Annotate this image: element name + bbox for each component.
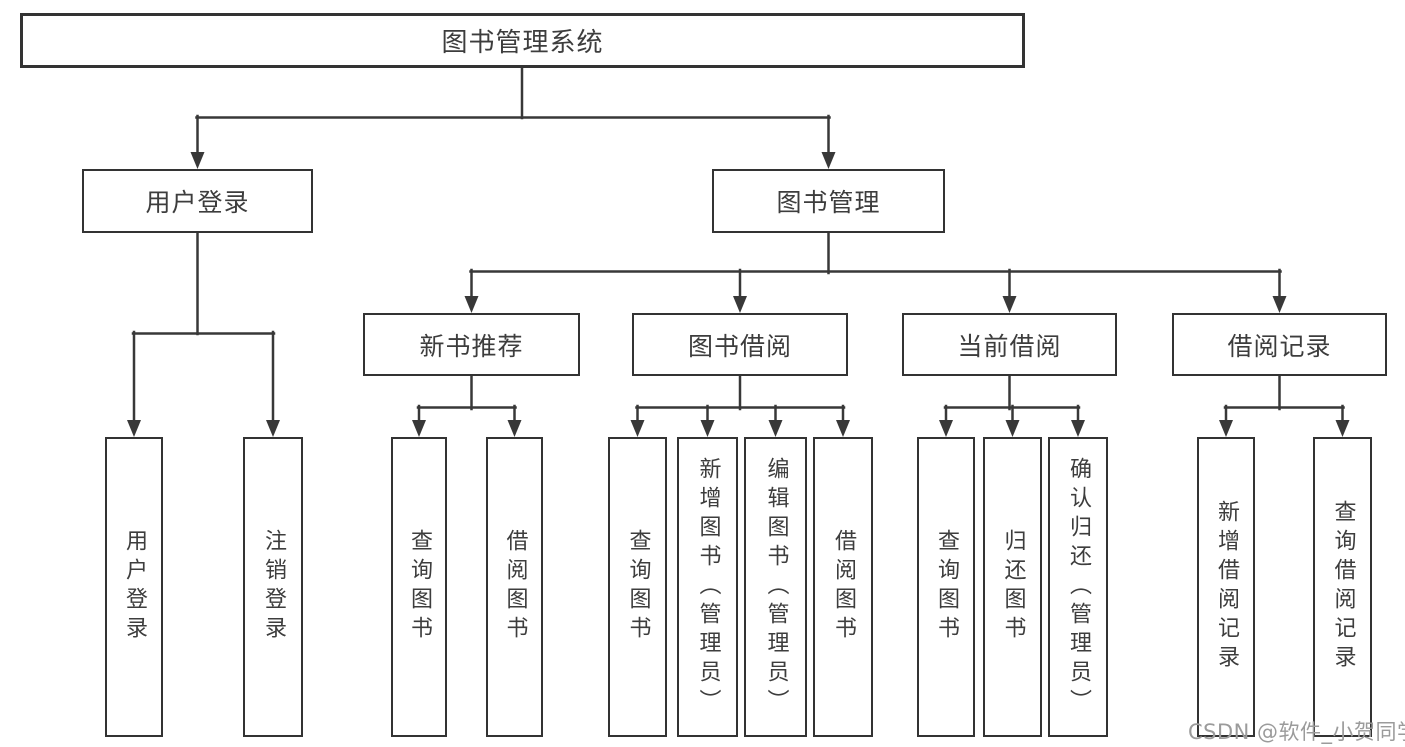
leaf-confirm-return-admin: 确认归还（管理员） (1048, 437, 1108, 737)
leaf-query-borrow-record: 查询借阅记录 (1313, 437, 1372, 737)
node-user-login: 用户登录 (82, 169, 313, 233)
csdn-watermark: CSDN @软件_小贺同学 (1188, 720, 1405, 744)
leaf-return-book: 归还图书 (983, 437, 1042, 737)
leaf-borrow-books: 借阅图书 (813, 437, 873, 737)
node-book-borrow: 图书借阅 (632, 313, 848, 376)
leaf-query-books-recommend: 查询图书 (391, 437, 447, 737)
node-book-management: 图书管理 (712, 169, 945, 233)
node-borrow-records: 借阅记录 (1172, 313, 1387, 376)
leaf-logout: 注销登录 (243, 437, 303, 737)
leaf-add-book-admin: 新增图书（管理员） (677, 437, 738, 737)
leaf-user-login: 用户登录 (105, 437, 163, 737)
leaf-edit-book-admin: 编辑图书（管理员） (744, 437, 807, 737)
node-system-root: 图书管理系统 (20, 13, 1025, 68)
node-new-book-recommend: 新书推荐 (363, 313, 580, 376)
leaf-add-borrow-record: 新增借阅记录 (1197, 437, 1255, 737)
leaf-borrow-books-recommend: 借阅图书 (486, 437, 543, 737)
leaf-query-books-borrow: 查询图书 (608, 437, 667, 737)
leaf-query-books-current: 查询图书 (917, 437, 975, 737)
node-current-borrow: 当前借阅 (902, 313, 1117, 376)
